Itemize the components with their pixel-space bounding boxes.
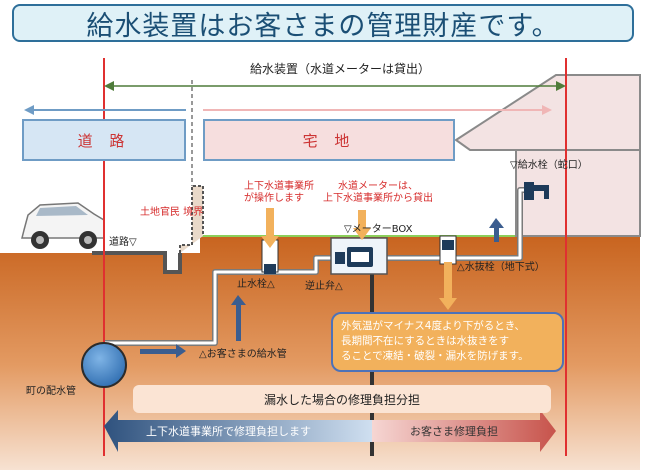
drain-valve-icon (439, 235, 457, 265)
meter-box-icon (330, 237, 388, 275)
flow-arrow-up (231, 295, 246, 341)
span-label: 給水装置（水道メーターは貸出） (249, 62, 430, 76)
faucet-label: ▽給水栓（蛇口） (510, 160, 588, 171)
callout-arrow-note (439, 262, 457, 310)
bureau-repair-label: 上下水道事業所で修理負担します (146, 425, 311, 438)
stop-valve-label: 止水栓△ (237, 279, 275, 290)
boundary-label: 土地官民 境界 (140, 207, 204, 218)
faucet-icon (524, 182, 549, 200)
town-main-label: 町の配水管 (26, 386, 76, 397)
callout-arrow-meter (353, 210, 371, 240)
meter-callout: 水道メーターは、 上下水道事業所から貸出 (323, 181, 433, 204)
meter-box-label: ▽メーターBOX (344, 224, 413, 235)
stop-valve-callout: 上下水道事業所 が操作します (244, 181, 314, 204)
town-main-icon (81, 342, 127, 388)
zone-road: 道 路 (22, 119, 186, 161)
check-valve-label: 逆止弁△ (305, 281, 343, 292)
road-curb (92, 251, 182, 274)
zone-house-land: 宅 地 (203, 119, 455, 161)
road-level-label: 道路▽ (109, 237, 137, 248)
flow-arrow-house (489, 218, 504, 242)
callout-arrow-stop-valve (261, 208, 279, 248)
drain-valve-label: △水抜栓（地下式） (457, 262, 545, 273)
repair-band: 漏水した場合の修理負担分担 (133, 385, 551, 413)
house (454, 74, 641, 237)
freeze-note: 外気温がマイナス4度より下がるとき、 長期間不在にするときは水抜きをす ることで… (331, 312, 564, 372)
customer-arrow (372, 410, 556, 452)
car-icon (21, 202, 105, 249)
customer-repair-label: お客さま修理負担 (410, 425, 498, 438)
road-direction-arrow (24, 105, 186, 115)
page-title: 給水装置はお客さまの管理財産です。 (12, 4, 634, 42)
retaining-wall (179, 185, 204, 253)
flow-arrow-right (140, 344, 186, 358)
house-direction-arrow (203, 105, 552, 115)
span-arrow (104, 81, 566, 91)
bureau-arrow (104, 410, 372, 452)
customer-pipe-label: △お客さまの給水管 (199, 349, 287, 360)
